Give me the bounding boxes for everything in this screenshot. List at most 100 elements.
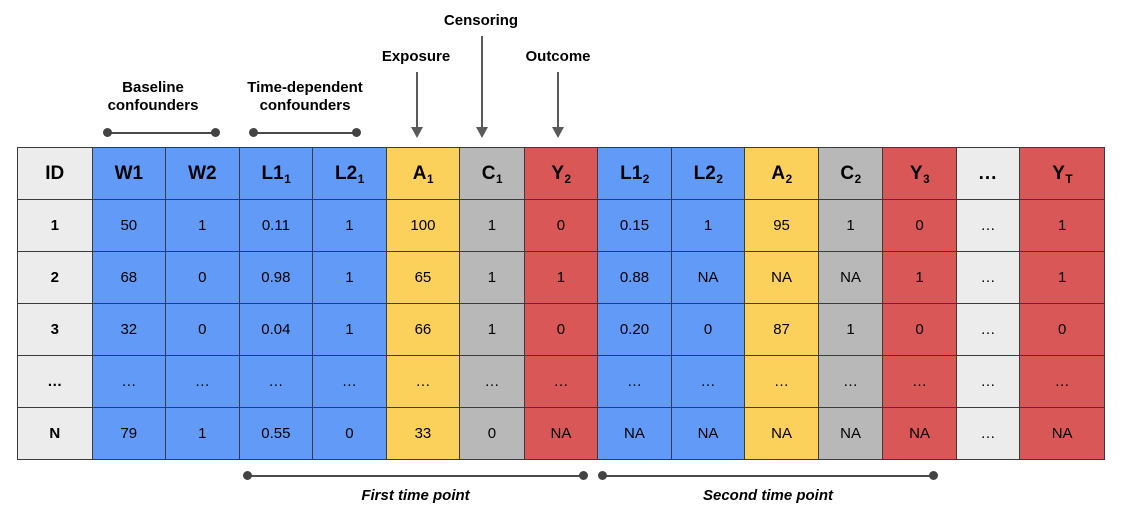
annotation-label-time-dependent-confounders: Time-dependent confounders	[247, 79, 363, 114]
bracket-dot-left	[243, 471, 252, 480]
arrow-outcome	[551, 72, 565, 138]
bracket-dot-right	[211, 128, 220, 137]
table-cell: NA	[1019, 407, 1105, 460]
annotation-label-outcome: Outcome	[525, 48, 591, 65]
header-subscript: 2	[564, 173, 572, 187]
table-cell: NA	[744, 407, 819, 460]
table-cell: 1	[459, 251, 525, 304]
row-id-cell: 2	[17, 251, 93, 304]
table-header-id: ID	[17, 147, 93, 200]
table-cell: …	[955, 199, 1021, 252]
table-cell: 1	[312, 251, 387, 304]
bracket-dot-right	[579, 471, 588, 480]
table-cell: 1	[459, 199, 525, 252]
table-cell: …	[955, 355, 1021, 408]
table-header-: ...	[955, 147, 1021, 200]
table-header-y3: Y3	[882, 147, 957, 200]
table-cell: …	[670, 355, 746, 408]
header-subscript: 1	[357, 173, 365, 187]
table-cell: …	[385, 355, 461, 408]
table-header-yt: YT	[1019, 147, 1105, 200]
header-subscript: T	[1065, 173, 1073, 187]
arrow-exposure	[410, 72, 424, 138]
table-cell: NA	[670, 407, 746, 460]
table-cell: 0	[312, 407, 387, 460]
annotation-label-baseline-confounders: Baseline confounders	[107, 79, 199, 114]
table-cell: NA	[817, 407, 884, 460]
bracket-dot-left	[249, 128, 258, 137]
table-cell: 0.98	[238, 251, 314, 304]
table-cell: NA	[597, 407, 672, 460]
table-cell: NA	[817, 251, 884, 304]
table-cell: 0	[670, 303, 746, 356]
row-id-cell: N	[17, 407, 93, 460]
bracket-bar	[253, 131, 357, 134]
table-cell: 1	[523, 251, 599, 304]
table-cell: 1	[459, 303, 525, 356]
table-cell: 0.04	[238, 303, 314, 356]
bracket-dot-right	[929, 471, 938, 480]
table-cell: 0	[523, 199, 599, 252]
arrow-head	[552, 127, 564, 138]
table-cell: 1	[882, 251, 957, 304]
table-cell: 87	[744, 303, 819, 356]
table-header-l22: L22	[670, 147, 746, 200]
table-cell: 79	[91, 407, 167, 460]
table-cell: 1	[1019, 199, 1105, 252]
header-subscript: 2	[716, 173, 723, 187]
row-id-cell: 1	[17, 199, 93, 252]
table-cell: NA	[744, 251, 819, 304]
table-cell: 0.88	[597, 251, 672, 304]
table-cell: 0.11	[238, 199, 314, 252]
table-cell: …	[817, 355, 884, 408]
arrow-head	[411, 127, 423, 138]
arrow-shaft	[416, 72, 418, 128]
table-cell: …	[165, 355, 240, 408]
table-cell: 0.20	[597, 303, 672, 356]
table-cell: 0	[165, 251, 240, 304]
table-header-a2: A2	[744, 147, 819, 200]
table-cell: 68	[91, 251, 167, 304]
bracket-dot-left	[103, 128, 112, 137]
table-cell: 0	[1019, 303, 1105, 356]
header-subscript: 1	[427, 173, 434, 187]
table-header-a1: A1	[385, 147, 461, 200]
bracket-second-time-point	[598, 471, 938, 480]
table-cell: …	[955, 251, 1021, 304]
table-header-l21: L21	[312, 147, 387, 200]
arrow-shaft	[481, 36, 483, 128]
time-caption-second-time-point: Second time point	[702, 487, 833, 504]
table-cell: 1	[1019, 251, 1105, 304]
bracket-dot-right	[352, 128, 361, 137]
annotation-label-censoring: Censoring	[443, 12, 519, 29]
table-header-w1: W1	[91, 147, 167, 200]
table-cell: 0	[523, 303, 599, 356]
table-cell: 32	[91, 303, 167, 356]
table-cell: …	[597, 355, 672, 408]
table-cell: …	[238, 355, 314, 408]
table-header-c1: C1	[459, 147, 525, 200]
table-cell: 65	[385, 251, 461, 304]
header-subscript: 1	[496, 173, 503, 187]
table-cell: 1	[165, 407, 240, 460]
table-cell: 66	[385, 303, 461, 356]
bracket-bar	[247, 474, 584, 477]
table-header-y2: Y2	[523, 147, 599, 200]
table-cell: NA	[882, 407, 957, 460]
table-cell: 1	[817, 303, 884, 356]
table-cell: 1	[312, 303, 387, 356]
table-cell: 1	[312, 199, 387, 252]
table-cell: 95	[744, 199, 819, 252]
table-header-l12: L12	[597, 147, 672, 200]
arrow-censoring	[475, 36, 489, 138]
table-cell: 0.55	[238, 407, 314, 460]
row-id-cell: 3	[17, 303, 93, 356]
table-cell: …	[523, 355, 599, 408]
header-subscript: 2	[642, 173, 650, 187]
